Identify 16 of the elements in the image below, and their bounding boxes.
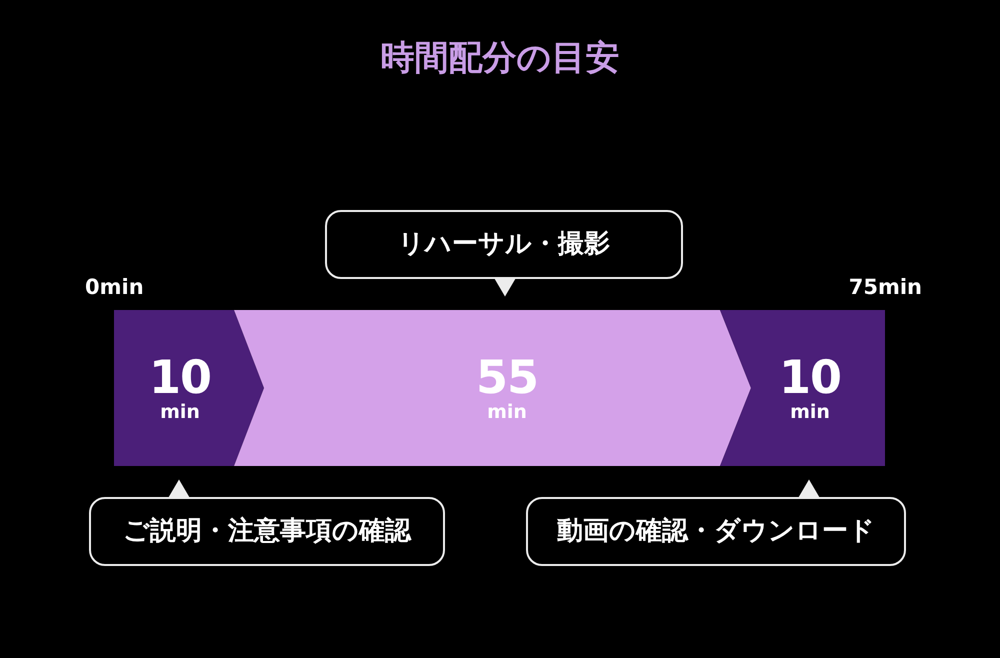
duration-unit: min [790,403,830,422]
callout-box [89,497,445,566]
callout-text: ご説明・注意事項の確認 [123,515,411,548]
timeline-segment [234,310,751,466]
duration-number: 55 [476,354,538,400]
callout-box [526,497,906,566]
duration-unit: min [487,403,527,422]
callout-text: リハーサル・撮影 [398,228,610,261]
pointer-arrow [168,480,190,499]
callout-text: 動画の確認・ダウンロード [557,515,875,548]
callout-box [325,210,683,279]
time-label: 75min [848,275,922,300]
title: 時間配分の目安 [380,38,620,79]
time-label: 0min [85,275,144,300]
duration-number: 10 [778,354,841,400]
pointer-arrow [798,480,820,499]
